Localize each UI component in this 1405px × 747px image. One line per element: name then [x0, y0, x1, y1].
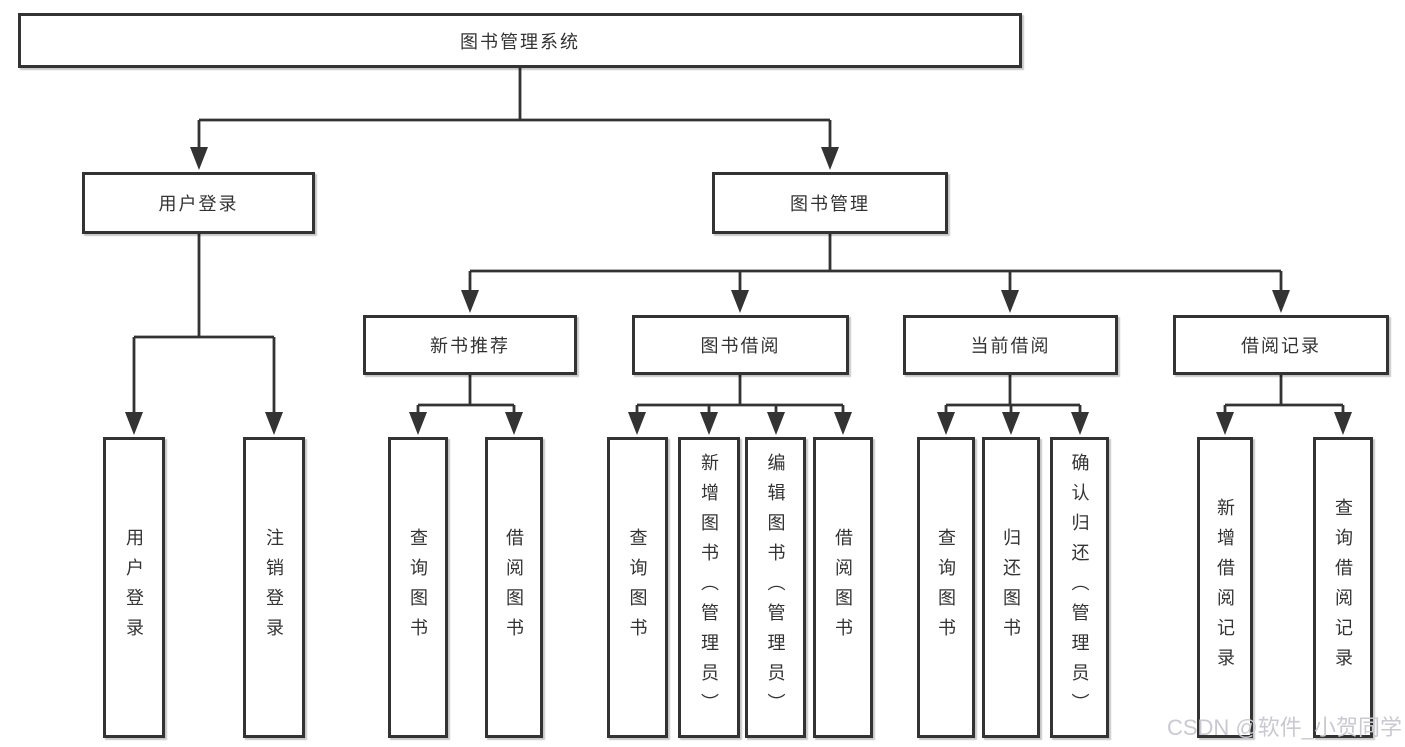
node-label: 查询借阅记录 [1333, 497, 1353, 678]
node-label: 新增图书（管理员） [699, 452, 719, 723]
node-label: 归还图书 [1001, 527, 1021, 648]
node-label: 用户登录 [124, 527, 144, 648]
node-label: 借阅图书 [504, 527, 524, 648]
leaf-return-books: 归还图书 [982, 437, 1040, 738]
node-label: 图书管理 [790, 194, 870, 214]
node-book-borrow: 图书借阅 [632, 315, 849, 375]
arrowhead-icons [125, 147, 1352, 435]
node-label: 查询图书 [627, 527, 648, 648]
leaf-query-books-1: 查询图书 [388, 437, 448, 738]
node-book-management: 图书管理 [712, 172, 948, 234]
node-borrow-records: 借阅记录 [1173, 315, 1389, 375]
leaf-query-books-3: 查询图书 [917, 437, 975, 738]
node-label: 新增借阅记录 [1215, 497, 1235, 678]
node-label: 图书管理系统 [460, 31, 580, 52]
leaf-query-books-2: 查询图书 [607, 437, 668, 738]
csdn-watermark: CSDN @软件_小贺同学 [1166, 715, 1402, 740]
node-new-book-recommend: 新书推荐 [363, 315, 577, 375]
node-current-borrow: 当前借阅 [903, 315, 1118, 375]
node-label: 新书推荐 [430, 336, 510, 356]
leaf-edit-books-admin: 编辑图书（管理员） [745, 437, 806, 738]
node-label: 注销登录 [264, 527, 284, 648]
node-label: 查询图书 [408, 527, 428, 648]
node-label: 确认归还（管理员） [1069, 452, 1090, 723]
node-user-login: 用户登录 [82, 172, 315, 234]
leaf-query-borrow-record: 查询借阅记录 [1313, 437, 1373, 738]
leaf-user-login: 用户登录 [103, 437, 165, 738]
node-label: 编辑图书（管理员） [765, 452, 786, 723]
node-root-system: 图书管理系统 [18, 13, 1022, 68]
node-label: 当前借阅 [970, 336, 1051, 356]
leaf-logout: 注销登录 [243, 437, 305, 738]
node-label: 图书借阅 [700, 336, 781, 356]
node-label: 查询图书 [936, 527, 956, 648]
leaf-add-books-admin: 新增图书（管理员） [678, 437, 740, 738]
leaf-confirm-return-admin: 确认归还（管理员） [1050, 437, 1109, 738]
node-label: 用户登录 [158, 194, 239, 214]
leaf-add-borrow-record: 新增借阅记录 [1197, 437, 1253, 738]
node-label: 借阅记录 [1241, 336, 1321, 356]
leaf-borrow-books-2: 借阅图书 [813, 437, 873, 738]
leaf-borrow-books-1: 借阅图书 [485, 437, 543, 738]
node-label: 借阅图书 [833, 527, 853, 648]
